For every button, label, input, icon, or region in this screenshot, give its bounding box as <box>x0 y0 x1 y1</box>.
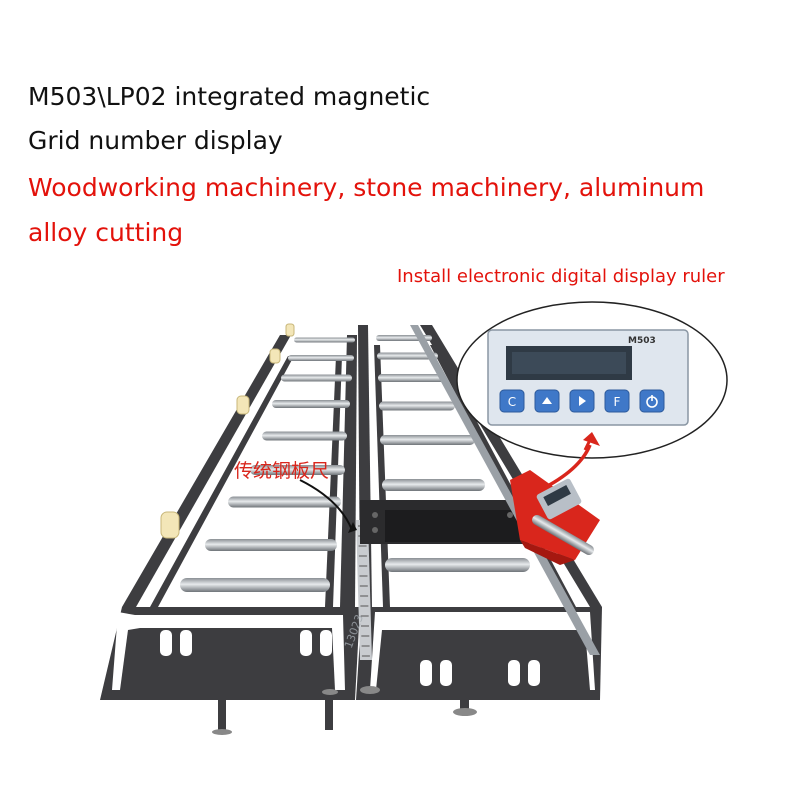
display-button: C <box>499 389 525 413</box>
application-line-2: alloy cutting <box>28 218 184 247</box>
title-line-1: M503\LP02 integrated magnetic <box>28 82 431 111</box>
roller <box>205 539 337 551</box>
up-arrow-icon <box>542 397 552 404</box>
application-line-1: Woodworking machinery, stone machinery, … <box>28 173 705 202</box>
guide-post <box>285 323 295 337</box>
install-callout: Install electronic digital display ruler <box>397 266 725 287</box>
roller <box>378 374 445 382</box>
guide-post <box>269 348 281 364</box>
display-model-label: M503 <box>628 336 656 346</box>
roller <box>380 435 475 445</box>
ruler-chinese-label: 传统钢板尺 <box>234 460 329 482</box>
guide-post <box>160 511 180 539</box>
roller <box>272 400 350 408</box>
steel-ruler <box>356 520 372 660</box>
callout-arrow <box>539 432 600 492</box>
display-button <box>534 389 560 413</box>
roller <box>228 496 341 508</box>
play-icon <box>579 396 586 406</box>
fence-block <box>360 500 530 544</box>
red-carriage <box>510 470 600 565</box>
roller <box>294 337 355 343</box>
roller <box>250 465 345 475</box>
roller <box>385 558 530 572</box>
display-button <box>639 389 665 413</box>
roller <box>382 479 485 491</box>
roller <box>377 352 438 360</box>
guide-post <box>236 395 250 415</box>
display-button: F <box>604 389 630 413</box>
magnetic-scale-rail <box>410 325 600 655</box>
title-line-2: Grid number display <box>28 126 283 155</box>
roller <box>281 374 352 382</box>
roller <box>262 431 347 441</box>
display-inset: M503 C F <box>456 301 728 459</box>
roller <box>288 355 354 361</box>
display-button-label: C <box>508 395 516 409</box>
left-roller-table <box>100 323 360 735</box>
roller <box>379 401 455 411</box>
display-button <box>569 389 595 413</box>
display-button-label: F <box>614 395 621 409</box>
roller <box>180 578 330 592</box>
ruler-arrow <box>299 479 357 533</box>
